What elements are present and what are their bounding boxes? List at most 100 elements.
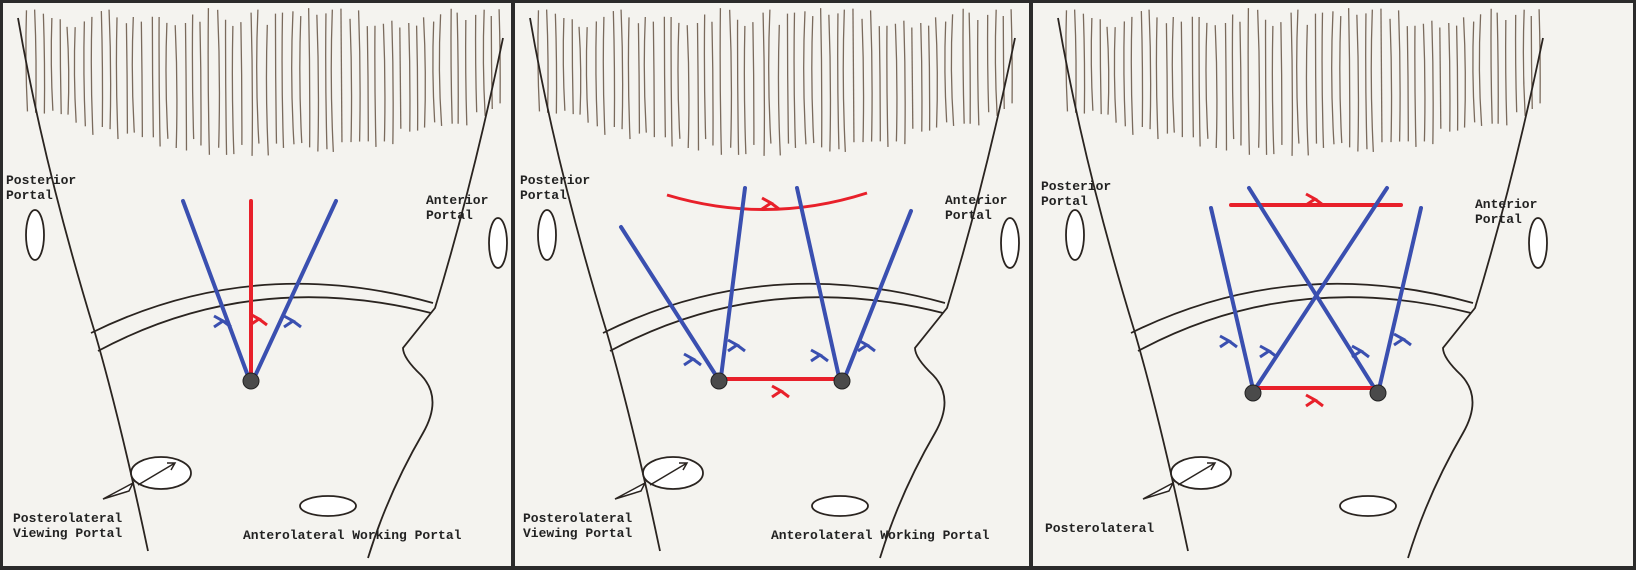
suture-tension-arrow	[1305, 393, 1324, 408]
anatomy	[529, 8, 1020, 559]
tendon-fiber	[340, 8, 343, 143]
tendon-fiber	[911, 27, 914, 129]
tendon-fiber	[886, 25, 889, 147]
tendon-fiber	[1140, 11, 1144, 128]
tendon-fiber	[696, 22, 700, 151]
tendon-fiber	[1264, 19, 1268, 155]
tendon-fiber	[768, 9, 772, 144]
arthroscope-icon	[614, 481, 647, 500]
tendon-fiber	[1389, 18, 1393, 143]
tendon-fiber	[1180, 21, 1183, 138]
posterior-portal	[25, 209, 45, 261]
cartilage-arc-inner	[97, 296, 432, 352]
posterolateral-portal-label: Posterolateral Viewing Portal	[523, 511, 633, 541]
tendon-fiber	[711, 21, 714, 146]
tendon-fiber	[837, 13, 840, 150]
suture-tension-arrow	[1351, 344, 1370, 359]
tendon-fiber	[1496, 12, 1499, 124]
tendon-fiber	[736, 19, 740, 155]
tendon-fiber	[1321, 12, 1325, 148]
tendon-fiber	[482, 9, 486, 116]
tendon-fiber	[217, 9, 221, 148]
tendon-fiber	[595, 21, 599, 127]
tendon-fiber	[299, 16, 303, 144]
posterior-portal-label: Posterior Portal	[1041, 179, 1112, 209]
tendon-fiber	[1155, 17, 1159, 140]
tendon-fiber	[1314, 13, 1318, 144]
suture-tension-arrow	[771, 384, 790, 399]
tendon-fiber	[33, 9, 37, 113]
tendon-fiber	[976, 19, 980, 126]
tendon-fiber	[994, 9, 998, 116]
tendon-fiber	[1478, 14, 1483, 127]
tendon-fiber	[612, 11, 616, 128]
tendon-fiber	[1397, 10, 1401, 142]
tendon-fiber	[265, 24, 269, 156]
tendon-fiber	[986, 14, 990, 113]
tendon-fiber	[1165, 23, 1169, 134]
tendon-fiber	[224, 19, 228, 155]
tendon-fiber	[1113, 27, 1117, 123]
panel-suture-bridge: Posterior Portal Anterior Portal Postero…	[1033, 3, 1633, 566]
arrow-icon	[137, 462, 177, 486]
tendon-fiber	[545, 9, 549, 113]
tendon-fiber	[450, 8, 453, 124]
tendon-fiber	[1231, 14, 1235, 140]
suture-anchor	[1244, 384, 1262, 402]
tendon-fiber	[199, 21, 202, 146]
tendon-fiber	[231, 25, 235, 155]
tendon-fiber	[752, 22, 755, 145]
tendon-fiber	[1455, 25, 1459, 131]
tendon-fiber	[1257, 9, 1261, 148]
suture-anchor	[242, 372, 260, 390]
panel-3-drawing	[1057, 8, 1548, 559]
suture-tension-arrow	[283, 314, 302, 329]
tendon-fiber	[828, 14, 832, 152]
suture-limb-blue	[843, 209, 913, 379]
tendon-fiber	[571, 19, 574, 115]
tendon-fiber	[1490, 8, 1493, 124]
posterior-portal-label: Posterior Portal	[6, 173, 77, 203]
tendon-fiber	[643, 16, 647, 133]
tendon-fiber	[1504, 19, 1508, 126]
tendon-fiber	[950, 14, 955, 127]
tendon-fiber	[719, 8, 723, 155]
tendon-fiber	[432, 21, 436, 123]
suture-tension-arrow	[249, 312, 268, 327]
anterolateral-portal-label: Anterolateral Working Portal	[771, 528, 990, 543]
tendon-fiber	[1296, 9, 1300, 144]
suture-limb-blue	[181, 199, 250, 378]
tendon-fiber	[1002, 16, 1005, 109]
anterior-portal	[1000, 217, 1020, 269]
suture-tension-arrow	[213, 314, 232, 329]
tendon-fiber	[1224, 22, 1228, 151]
tendon-fiber	[1280, 22, 1283, 145]
tendon-fiber	[422, 17, 426, 128]
suture-limb-blue	[795, 186, 841, 379]
suture-anchor	[833, 372, 851, 390]
tendon-fiber	[743, 25, 747, 155]
tendon-fiber	[1082, 13, 1086, 114]
tendon-fiber	[627, 17, 631, 140]
tendon-fiber	[464, 19, 468, 126]
tendon-fiber	[316, 14, 320, 152]
tendon-fiber	[1448, 22, 1451, 132]
tendon-fiber	[158, 17, 161, 147]
tendon-fiber	[703, 14, 707, 140]
tendon-fiber	[1073, 9, 1077, 113]
tendon-fiber	[1130, 16, 1134, 135]
tendon-fiber	[59, 19, 62, 115]
tendon-fiber	[1239, 21, 1242, 146]
anterior-portal-label: Anterior Portal	[945, 193, 1008, 223]
posterior-portal	[1065, 209, 1085, 261]
tendon-fiber	[474, 14, 478, 113]
posterolateral-portal-label: Posterolateral	[1045, 521, 1155, 536]
posterolateral-portal-label: Posterolateral Viewing Portal	[13, 511, 123, 541]
tendon-fiber	[1414, 25, 1417, 147]
panel-double-row: Posterior Portal Anterior Portal Postero…	[515, 3, 1029, 566]
suture-tension-arrow	[1393, 332, 1412, 347]
tendon-fiber	[456, 12, 459, 124]
posterior-portal	[537, 209, 557, 261]
tendon-fiber	[1365, 13, 1368, 150]
